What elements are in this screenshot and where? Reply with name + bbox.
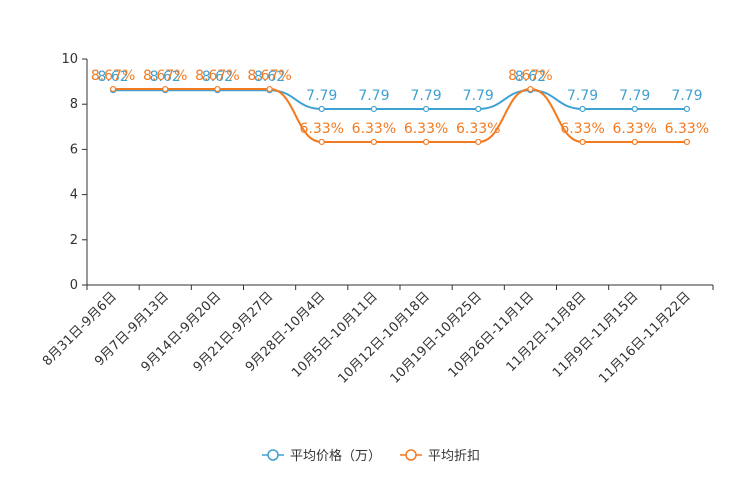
series-line	[113, 89, 687, 110]
data-label: 8.62	[97, 69, 128, 85]
data-label: 8.62	[254, 69, 285, 85]
legend[interactable]: 平均价格（万） 平均折扣	[262, 448, 480, 464]
data-label: 8.67%	[91, 68, 135, 84]
legend-item[interactable]: 平均折扣	[400, 449, 480, 464]
x-category-label: 10月19日-10月25日	[388, 289, 485, 386]
data-point[interactable]	[631, 138, 638, 146]
legend-circle-symbol	[267, 449, 279, 461]
data-point[interactable]	[109, 85, 117, 93]
data-label: 7.79	[567, 88, 598, 104]
data-point[interactable]	[422, 105, 430, 113]
data-point[interactable]	[318, 105, 325, 113]
legend-label: 平均价格（万）	[290, 448, 381, 464]
data-label: 8.67%	[143, 68, 187, 84]
y-tick-label: 0	[70, 278, 78, 293]
data-label: 8.62	[515, 69, 546, 85]
data-label: 7.79	[619, 88, 650, 104]
data-point[interactable]	[266, 85, 273, 93]
data-label: 6.33%	[560, 121, 604, 137]
data-point[interactable]	[475, 105, 482, 113]
y-tick-label: 4	[70, 188, 78, 203]
x-category-label: 10月12日-10月18日	[335, 289, 432, 386]
data-label: 6.33%	[404, 121, 448, 137]
data-label: 7.79	[463, 88, 494, 104]
y-tick-label: 6	[70, 142, 78, 157]
data-point[interactable]	[422, 138, 430, 146]
data-labels: 8.62 8.62 8.62 8.62 7.79 7.79 7.79 7.79 8.62 7.79…	[91, 68, 709, 137]
data-point[interactable]	[318, 138, 325, 146]
data-label: 8.67%	[195, 68, 239, 84]
data-point[interactable]	[527, 85, 534, 93]
data-point[interactable]	[475, 138, 482, 146]
data-label: 7.79	[410, 88, 441, 104]
data-point[interactable]	[370, 105, 378, 113]
legend-label: 平均折扣	[428, 449, 480, 464]
data-label: 6.33%	[352, 121, 396, 137]
data-label: 8.67%	[508, 68, 552, 84]
series-group	[109, 85, 691, 146]
data-point[interactable]	[631, 105, 638, 113]
data-label: 7.79	[671, 88, 702, 104]
y-tick-label: 2	[70, 233, 78, 248]
data-label: 6.33%	[300, 121, 344, 137]
data-label: 6.33%	[665, 121, 709, 137]
data-label: 8.62	[202, 69, 233, 85]
legend-circle-symbol	[405, 449, 417, 461]
y-tick-label: 8	[70, 97, 78, 112]
data-label: 6.33%	[456, 121, 500, 137]
x-category-label: 11月16日-11月22日	[596, 289, 693, 386]
data-point[interactable]	[683, 138, 691, 146]
data-label: 7.79	[358, 88, 389, 104]
data-point[interactable]	[370, 138, 378, 146]
data-label: 7.79	[306, 88, 337, 104]
data-label: 8.67%	[247, 68, 291, 84]
data-point[interactable]	[579, 105, 586, 113]
data-label: 6.33%	[613, 121, 657, 137]
data-point[interactable]	[579, 138, 586, 146]
legend-item[interactable]: 平均价格（万）	[262, 448, 381, 464]
data-label: 8.62	[150, 69, 181, 85]
data-point[interactable]	[683, 105, 691, 113]
data-point[interactable]	[214, 85, 221, 93]
data-point[interactable]	[162, 85, 169, 93]
y-tick-label: 10	[61, 52, 78, 67]
